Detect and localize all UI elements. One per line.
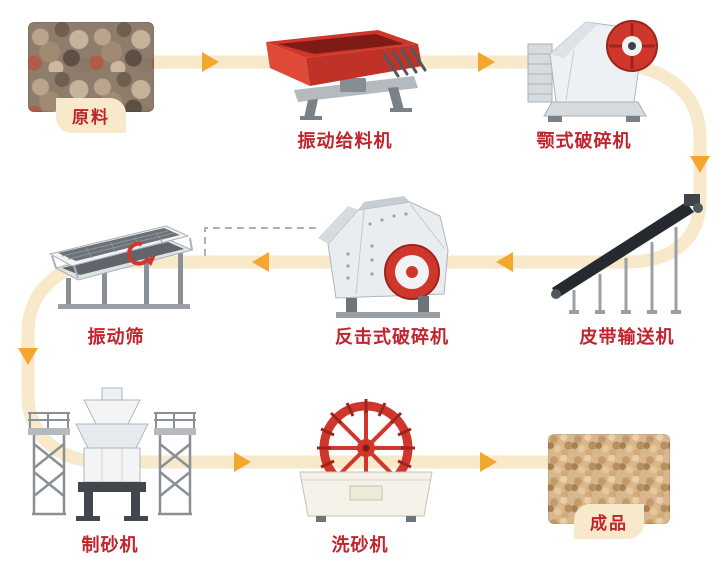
machine-belt-conveyor	[550, 190, 706, 316]
flow-arrow-icon-2	[478, 52, 495, 72]
flow-arrow-icon-8	[480, 452, 497, 472]
raw-material-photo	[28, 22, 154, 112]
flow-arrow-icon-1	[202, 52, 219, 72]
impact-crusher-label: 反击式破碎机	[335, 327, 449, 348]
belt-conveyor-label: 皮带输送机	[579, 327, 675, 348]
machine-jaw-crusher	[522, 10, 664, 126]
jaw-crusher-illustration	[527, 20, 658, 122]
flow-arrow-icon-6	[18, 348, 38, 365]
flow-arrow-icon-7	[234, 452, 251, 472]
sand-washer-label: 洗砂机	[331, 535, 389, 556]
finished-product-label: 成品	[574, 504, 644, 539]
sand-maker-label: 制砂机	[81, 535, 139, 556]
impact-crusher-illustration	[318, 196, 449, 318]
vibrating-screen-label: 振动筛	[87, 327, 145, 348]
flow-arrow-icon-5	[252, 252, 269, 272]
raw-material-label: 原料	[56, 98, 126, 133]
sand-washer-illustration	[299, 399, 433, 522]
vibrating-feeder-label: 振动给料机	[297, 131, 393, 152]
machine-impact-crusher	[312, 196, 464, 320]
flow-arrow-icon-3	[690, 156, 710, 173]
vibrating-screen-illustration	[48, 225, 194, 309]
return-dashed-line	[204, 227, 316, 256]
machine-vibrating-feeder	[256, 26, 438, 122]
machine-vibrating-screen	[46, 220, 204, 318]
vibrating-feeder-illustration	[266, 30, 427, 120]
jaw-crusher-label: 颚式破碎机	[536, 131, 632, 152]
machine-sand-maker	[26, 382, 198, 528]
machine-sand-washer	[294, 396, 438, 524]
flow-arrow-icon-4	[496, 252, 513, 272]
sand-maker-illustration	[28, 387, 196, 521]
belt-conveyor-illustration	[551, 194, 703, 314]
